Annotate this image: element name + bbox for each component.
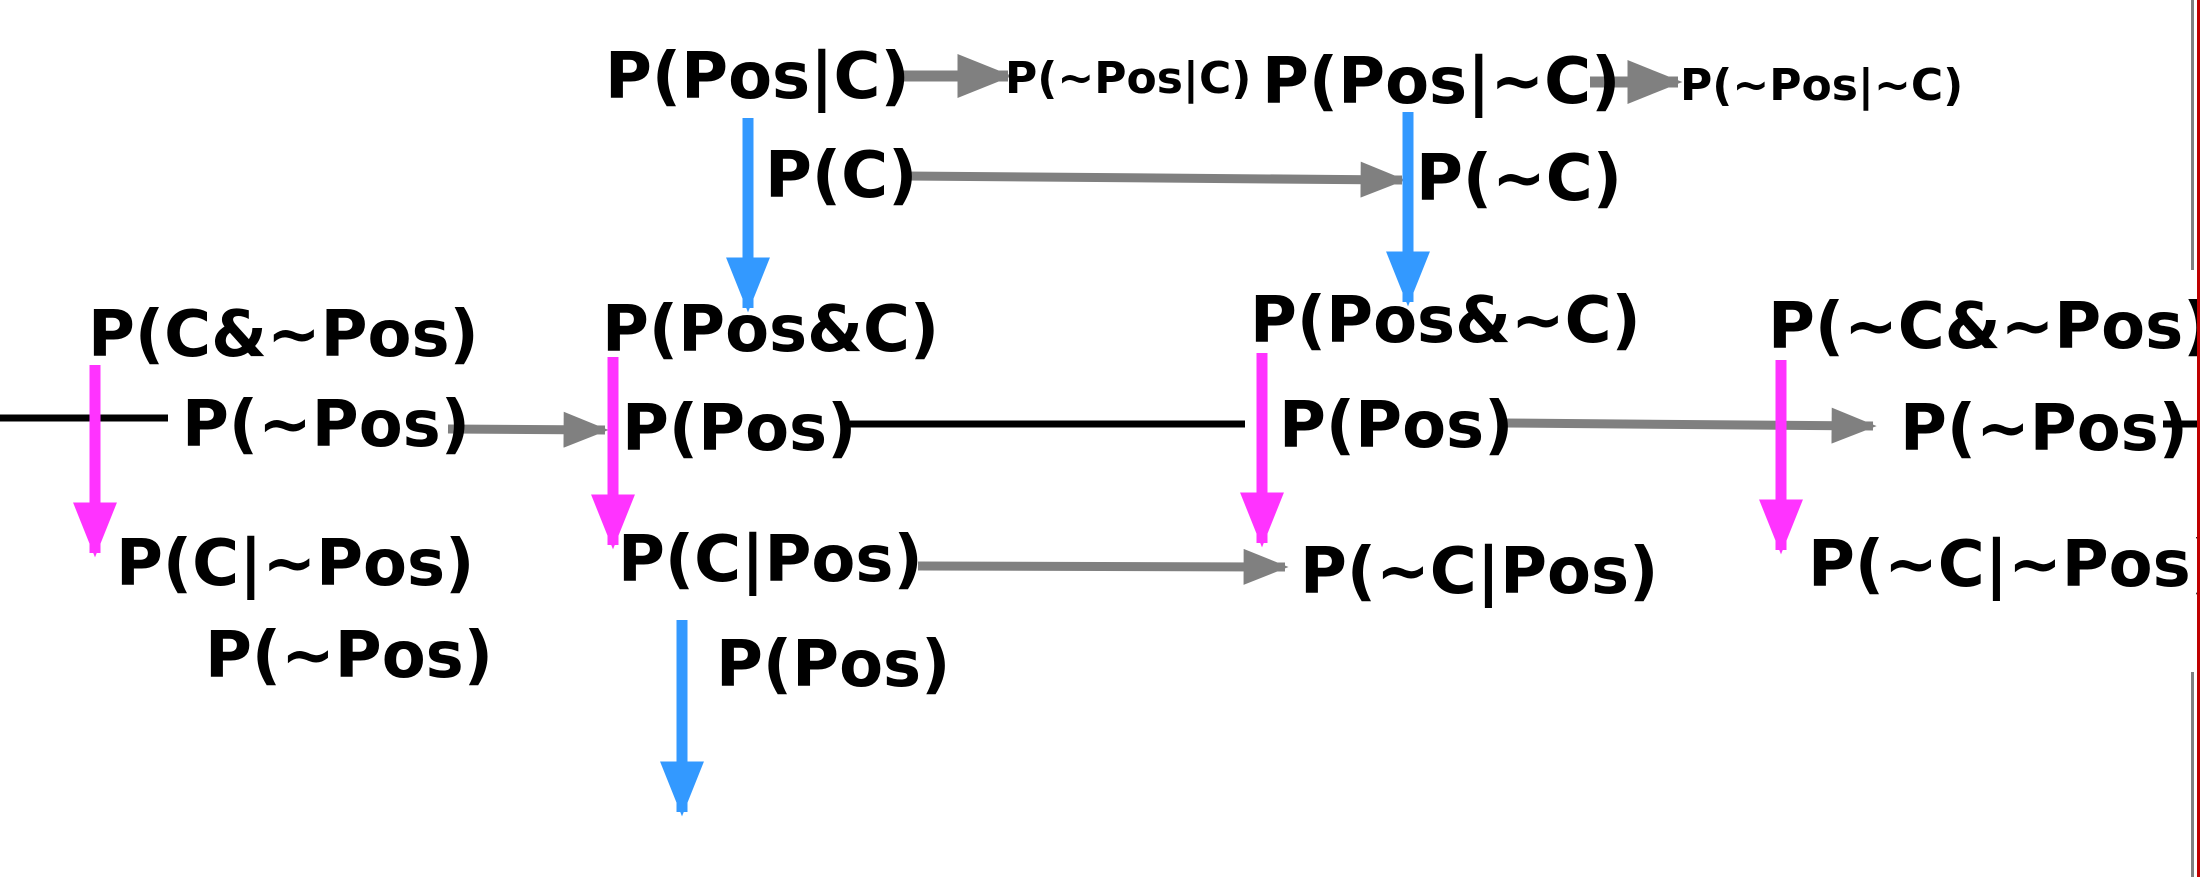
label-p-pos-given-notc: P(Pos|~C) xyxy=(1262,45,1620,119)
label-p-notc-given-pos: P(~C|Pos) xyxy=(1300,535,1658,609)
label-p-c-given-pos: P(C|Pos) xyxy=(618,523,923,597)
label-p-pos-given-c: P(Pos|C) xyxy=(605,40,910,114)
label-p-notpos-bottom: P(~Pos) xyxy=(205,619,493,693)
label-p-notc-and-notpos: P(~C&~Pos) xyxy=(1768,290,2200,364)
window-edge-gray-bottom xyxy=(2191,672,2194,877)
gray-arrow-notpos-to-pos xyxy=(447,411,609,448)
label-p-c: P(C) xyxy=(765,139,917,213)
label-p-notc: P(~C) xyxy=(1416,142,1622,216)
gray-arrow-c-to-notc xyxy=(904,161,1406,198)
window-edge-gray-top xyxy=(2191,0,2194,270)
gray-arrow-c-pos-to-notc-pos xyxy=(917,548,1289,585)
window-edge-red xyxy=(2197,0,2200,877)
label-p-notpos-right: P(~Pos) xyxy=(1900,392,2188,466)
label-p-c-given-notpos: P(C|~Pos) xyxy=(116,527,474,601)
label-p-pos-and-c: P(Pos&C) xyxy=(602,293,939,367)
label-p-notpos-given-notc: P(~Pos|~C) xyxy=(1680,60,1963,111)
gray-arrow-pos-to-notpos xyxy=(1501,407,1877,444)
label-p-c-and-notpos: P(C&~Pos) xyxy=(88,298,479,372)
label-p-pos-center-right: P(Pos) xyxy=(1279,389,1513,463)
label-p-notc-given-notpos: P(~C|~Pos) xyxy=(1808,528,2200,602)
label-p-pos-bottom: P(Pos) xyxy=(716,628,950,702)
label-p-notpos-left: P(~Pos) xyxy=(182,388,470,462)
label-p-pos-and-notc: P(Pos&~C) xyxy=(1250,284,1641,358)
label-p-notpos-given-c: P(~Pos|C) xyxy=(1005,53,1251,104)
label-p-pos-center-left: P(Pos) xyxy=(622,392,856,466)
